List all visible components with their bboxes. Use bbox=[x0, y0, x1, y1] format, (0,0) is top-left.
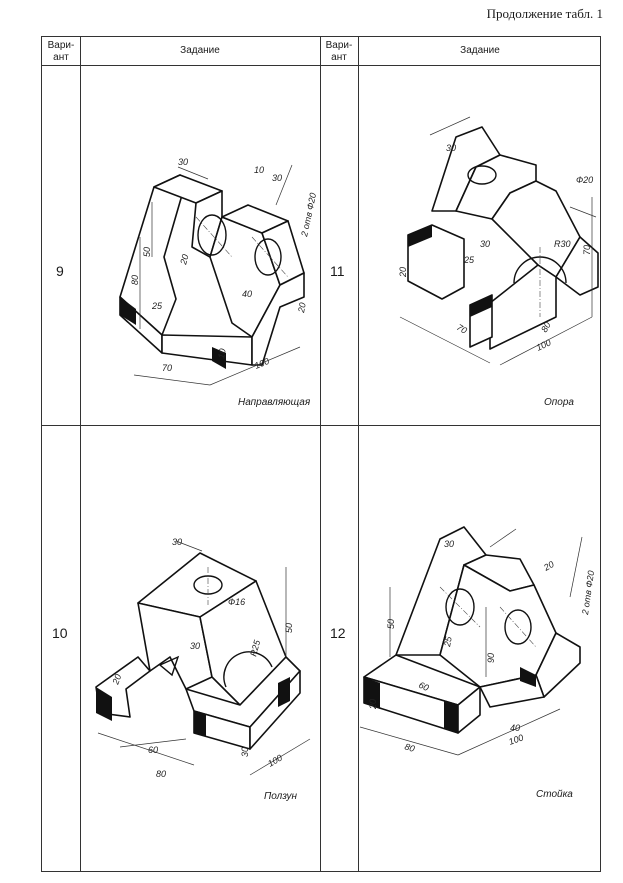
dimension-label: 2 отв Ф20 bbox=[580, 570, 596, 616]
dimension-label: R30 bbox=[554, 239, 571, 249]
dimension-label: 30 bbox=[446, 143, 456, 153]
dimension-label: Ф20 bbox=[576, 175, 593, 185]
dimension-label: 30 bbox=[190, 641, 200, 651]
dimension-label: 100 bbox=[535, 337, 553, 352]
dimension-label: 20 bbox=[178, 253, 191, 266]
dimension-label: 20 bbox=[541, 559, 556, 573]
column-divider bbox=[320, 37, 321, 871]
dimension-label: 2 отв Ф20 bbox=[299, 192, 318, 238]
drawing-guide: 30 10 30 2 отв Ф20 50 20 80 40 25 20 70 … bbox=[119, 157, 318, 386]
dimension-label: 70 bbox=[582, 245, 592, 255]
dimension-label: 30 bbox=[272, 173, 282, 183]
dimension-label: 80 bbox=[403, 741, 416, 754]
dimension-label: 50 bbox=[386, 619, 396, 629]
drawing-stand: 30 20 2 отв Ф20 50 25 90 60 20 40 80 100 bbox=[359, 526, 596, 756]
table-caption: Продолжение табл. 1 bbox=[486, 6, 603, 21]
variant-number: 10 bbox=[52, 625, 68, 641]
variant-number: 12 bbox=[330, 625, 346, 641]
part-name: Стойка bbox=[536, 789, 573, 800]
dimension-label: 25 bbox=[151, 301, 163, 311]
dimension-label: 20 bbox=[398, 267, 408, 278]
part-name: Ползун bbox=[264, 791, 298, 802]
header-task-left: Задание bbox=[180, 45, 220, 56]
column-divider bbox=[80, 37, 81, 871]
dimension-label: 100 bbox=[266, 753, 284, 769]
dimension-label: 40 bbox=[510, 723, 520, 733]
task-table: Вари- ант Задание Вари- ант Задание 9 11… bbox=[41, 36, 601, 872]
variant-number: 9 bbox=[56, 263, 64, 279]
part-name: Опора bbox=[544, 397, 574, 408]
header-variant-left: Вари- ант bbox=[47, 40, 75, 63]
dimension-label: 50 bbox=[142, 247, 152, 257]
dimension-label: 80 bbox=[130, 275, 140, 285]
dimension-label: 40 bbox=[242, 289, 252, 299]
dimension-label: 20 bbox=[296, 302, 308, 315]
dimension-label: 100 bbox=[507, 732, 525, 747]
dimension-label: 80 bbox=[156, 769, 166, 779]
dimension-label: 60 bbox=[148, 745, 158, 755]
dimension-label: 30 bbox=[240, 747, 250, 757]
dimension-label: 80 bbox=[539, 320, 553, 334]
dimension-label: 20 bbox=[110, 673, 123, 687]
dimension-label: 60 bbox=[417, 680, 430, 693]
dimension-label: 25 bbox=[442, 635, 454, 649]
header-divider bbox=[42, 65, 600, 66]
dimension-label: R25 bbox=[248, 638, 262, 657]
dimension-label: 30 bbox=[172, 537, 182, 547]
row-divider bbox=[42, 425, 600, 426]
dimension-label: Ф16 bbox=[228, 597, 245, 607]
dimension-label: 90 bbox=[486, 653, 496, 663]
dimension-label: 20 bbox=[368, 699, 378, 710]
header-task-right: Задание bbox=[460, 45, 500, 56]
variant-number: 11 bbox=[330, 263, 345, 279]
dimension-label: 25 bbox=[463, 255, 475, 265]
part-name: Направляющая bbox=[238, 397, 311, 408]
dimension-label: 10 bbox=[216, 348, 228, 360]
header-variant-right: Вари- ант bbox=[325, 40, 353, 63]
dimension-label: 50 bbox=[284, 623, 294, 633]
drawing-support: 30 Ф20 70 30 R30 25 20 80 70 100 bbox=[398, 116, 599, 366]
dimension-label: 70 bbox=[162, 363, 172, 373]
dimension-label: 70 bbox=[455, 322, 469, 336]
dimension-label: 30 bbox=[444, 539, 454, 549]
drawing-slider: 30 Ф16 50 30 R25 20 60 30 80 100 bbox=[95, 537, 311, 779]
dimension-label: 10 bbox=[254, 165, 264, 175]
dimension-label: 30 bbox=[178, 157, 188, 167]
column-divider bbox=[358, 37, 359, 871]
dimension-label: 30 bbox=[480, 239, 490, 249]
